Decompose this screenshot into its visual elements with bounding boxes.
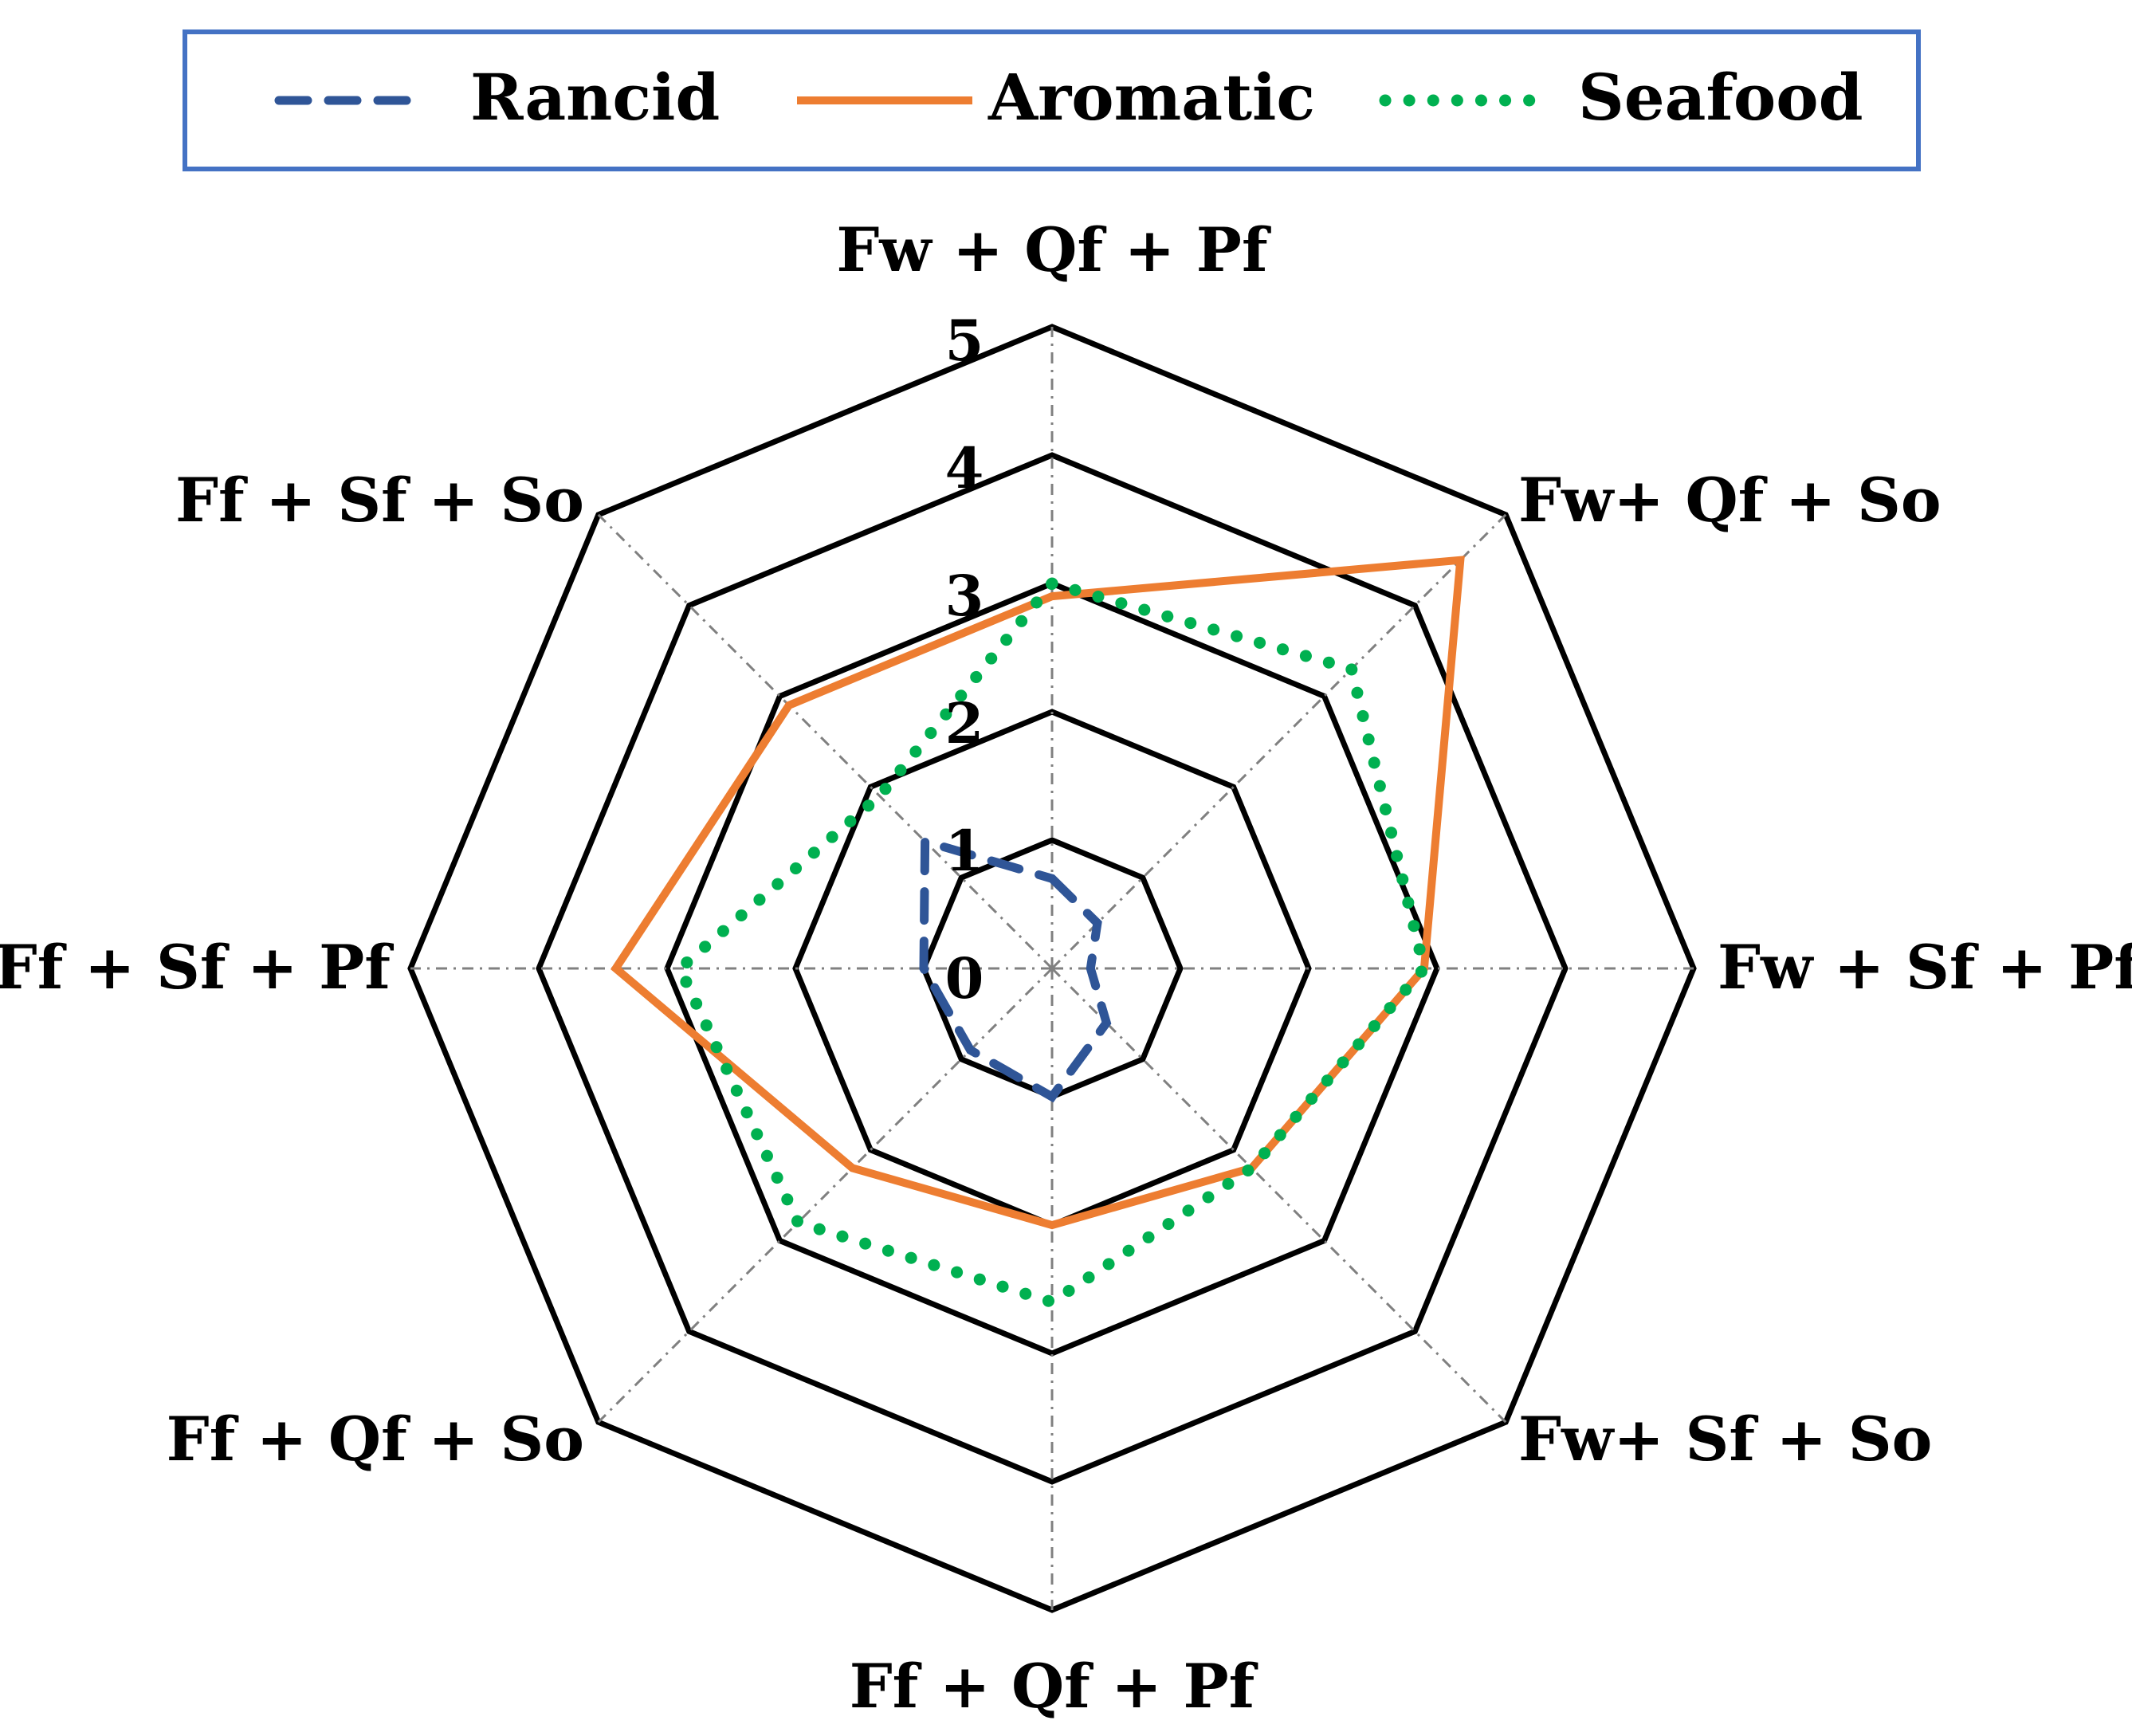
tick-label-5: 5 [945, 308, 984, 374]
grid-ring-4 [536, 452, 1569, 1485]
axis-label-ff-sf-pf: Ff + Sf + Pf [0, 932, 394, 1003]
legend-label-aromatic: Aromatic [987, 60, 1315, 135]
axis-label-ff-qf-so: Ff + Qf + So [167, 1404, 584, 1475]
legend-label-rancid: Rancid [470, 60, 720, 135]
axis-label-fw-sf-so: Fw+ Sf + So [1518, 1404, 1932, 1475]
axis-label-ff-qf-pf: Ff + Qf + Pf [850, 1651, 1258, 1722]
spoke-8 [597, 513, 1054, 970]
series-seafood [672, 576, 1431, 1309]
series-layer [610, 556, 1465, 1309]
axis-label-ff-sf-so: Ff + Sf + So [175, 465, 584, 536]
grid-ring-3 [664, 580, 1440, 1357]
tick-label-4: 4 [945, 435, 984, 501]
tick-label-3: 3 [945, 563, 984, 629]
legend-label-seafood: Seafood [1578, 60, 1863, 135]
radar-spokes [410, 327, 1694, 1610]
tick-label-2: 2 [945, 690, 984, 756]
series-aromatic [610, 556, 1465, 1230]
legend-frame [183, 29, 1921, 171]
axis-label-fw-qf-so: Fw+ Qf + So [1518, 465, 1942, 536]
spoke-6 [597, 967, 1054, 1424]
axis-labels: Fw + Qf + Pf Fw+ Qf + So Fw + Sf + Pf Fw… [0, 214, 2132, 1722]
spoke-2 [1050, 513, 1507, 970]
series-rancid [919, 835, 1112, 1103]
tick-label-0: 0 [945, 945, 984, 1011]
spoke-4 [1050, 967, 1507, 1424]
axis-label-fw-sf-pf: Fw + Sf + Pf [1718, 932, 2132, 1003]
tick-label-1: 1 [945, 818, 984, 884]
radial-tick-labels: 0 1 2 3 4 5 [945, 308, 984, 1011]
axis-label-fw-qf-pf: Fw + Qf + Pf [836, 214, 1271, 285]
legend: Rancid Aromatic Seafood [183, 29, 1921, 171]
